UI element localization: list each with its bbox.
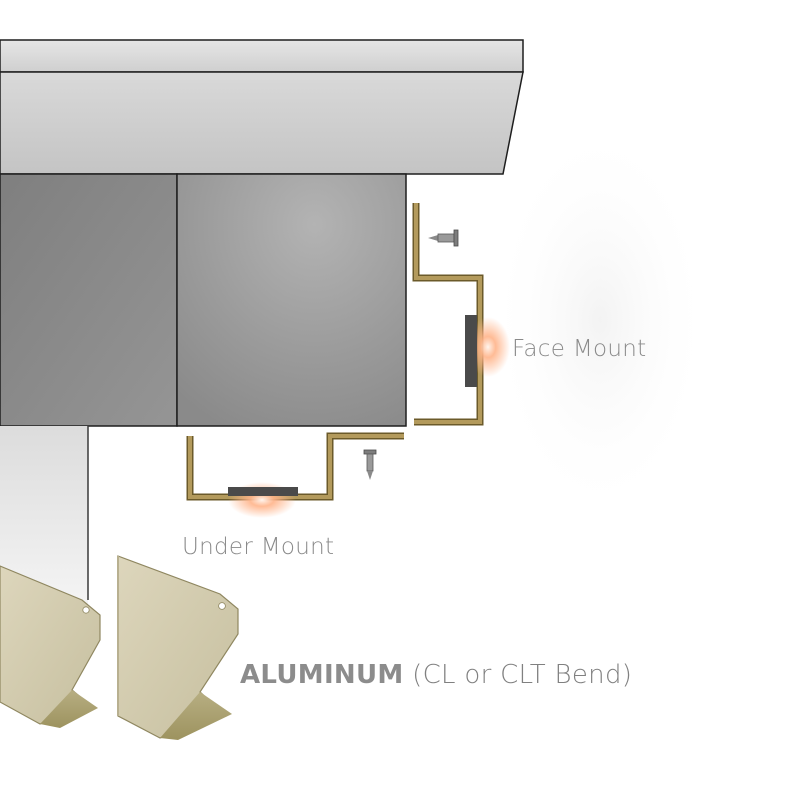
face-mount-bracket — [412, 203, 484, 426]
aluminum-channel-left — [0, 565, 101, 728]
material-detail: (CL or CLT Bend) — [403, 660, 633, 690]
material-name: ALUMINUM — [240, 660, 404, 690]
led-light-icon — [228, 482, 298, 518]
face-mount-label: Face Mount — [512, 336, 647, 362]
under-mount-label: Under Mount — [182, 534, 335, 560]
fascia-cap — [0, 39, 524, 175]
wall-panels — [0, 173, 407, 427]
under-mount-bracket — [186, 432, 404, 501]
screw-icon — [428, 229, 459, 247]
screw-icon — [363, 449, 377, 480]
face-light-halo — [490, 120, 710, 520]
material-title: ALUMINUM (CL or CLT Bend) — [240, 660, 632, 690]
led-light-icon — [465, 315, 510, 387]
aluminum-channel-right — [117, 555, 239, 740]
